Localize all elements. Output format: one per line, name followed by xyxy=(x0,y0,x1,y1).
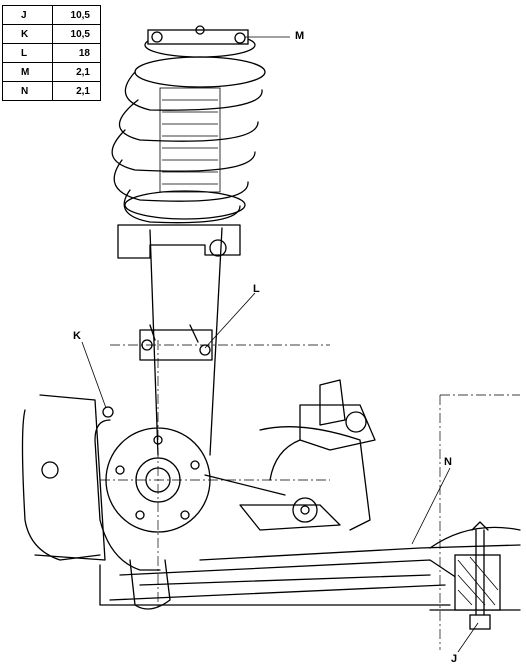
callout-k: K xyxy=(73,330,81,342)
torque-row-n: N 2,1 xyxy=(2,81,101,101)
steering-knuckle xyxy=(21,394,211,610)
strut-body xyxy=(117,224,241,456)
steering-rack xyxy=(204,379,376,531)
center-lines xyxy=(100,340,520,650)
subframe-bolt xyxy=(454,521,501,630)
torque-row-j: J 10,5 xyxy=(2,5,101,25)
leader-lines xyxy=(81,36,479,653)
torque-row-k: K 10,5 xyxy=(2,24,101,44)
torque-value: 2,1 xyxy=(52,81,101,101)
callout-m: M xyxy=(295,30,305,42)
lower-arm xyxy=(99,526,521,611)
callout-l: L xyxy=(253,283,260,295)
callout-j: J xyxy=(451,653,458,665)
torque-row-m: M 2,1 xyxy=(2,62,101,82)
coil-spring xyxy=(111,25,266,224)
torque-table: J 10,5 K 10,5 L 18 M 2,1 N 2,1 xyxy=(2,5,101,101)
callout-n: N xyxy=(444,456,452,468)
